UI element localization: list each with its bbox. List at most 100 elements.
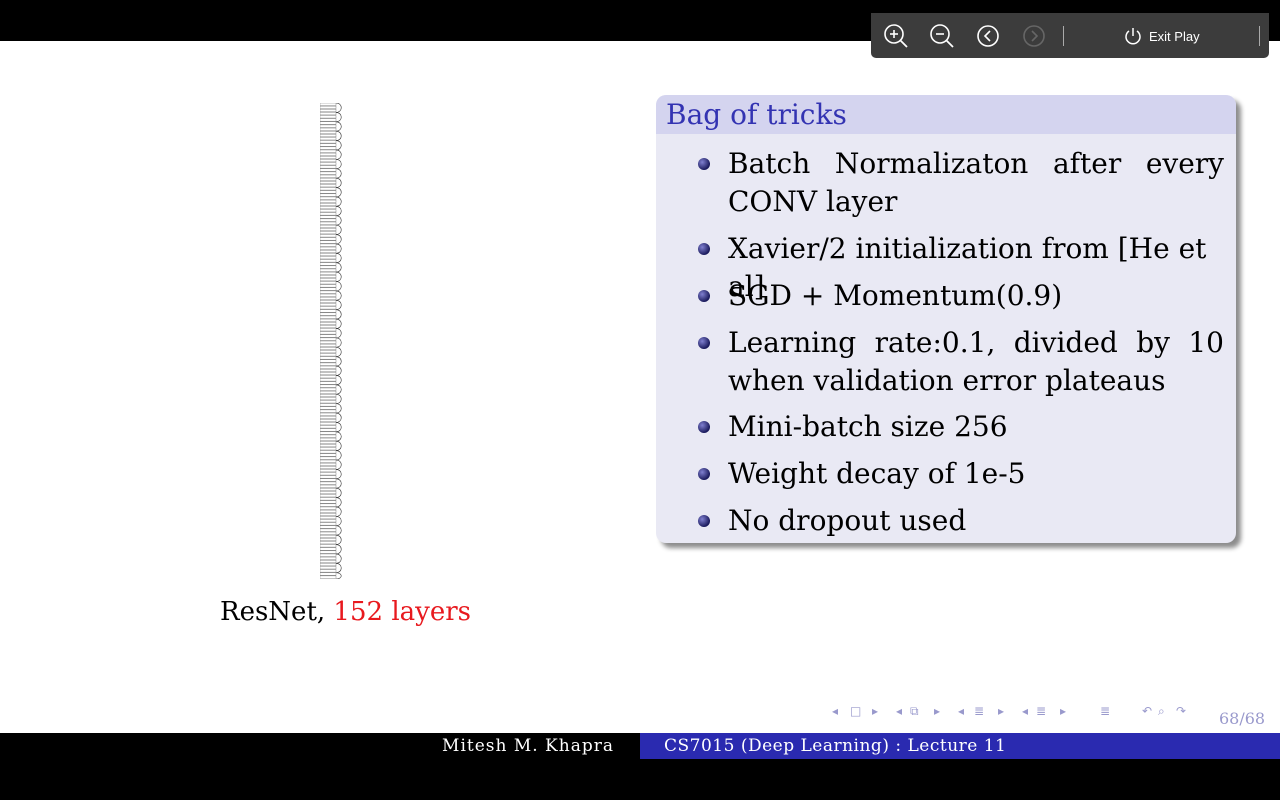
skip-connection — [335, 112, 342, 123]
layer-block — [320, 575, 337, 579]
nav-frame-icon[interactable]: □ — [850, 704, 862, 718]
layer-block — [320, 569, 337, 573]
layer-block — [320, 563, 337, 567]
layer-block — [320, 462, 337, 466]
skip-connection — [335, 356, 342, 367]
layer-block — [320, 109, 337, 112]
caption-highlight: 152 layers — [333, 597, 471, 627]
skip-connection — [335, 309, 342, 320]
skip-connection — [335, 243, 342, 254]
layer-block — [320, 487, 337, 491]
skip-connection — [335, 412, 342, 423]
skip-connection — [335, 121, 342, 132]
layer-block — [320, 459, 337, 463]
layer-block — [320, 437, 337, 441]
toolbar-divider — [1063, 26, 1064, 46]
skip-connection — [335, 103, 342, 113]
footer-author: Mitesh M. Khapra — [442, 736, 614, 756]
layer-block — [320, 206, 337, 210]
skip-connection — [335, 215, 342, 226]
nav-doc-next-icon[interactable]: ▸ — [1060, 704, 1067, 718]
layer-block — [320, 149, 337, 153]
skip-connection — [335, 431, 342, 442]
list-item-text: No dropout used — [728, 504, 967, 537]
layer-block — [320, 419, 337, 423]
word: Normalizaton — [834, 147, 1029, 180]
layer-block — [320, 572, 337, 576]
layer-block — [320, 428, 337, 432]
layer-block — [320, 118, 337, 122]
bag-of-tricks-block: Bag of tricks Batch Normalizaton after e… — [656, 95, 1236, 543]
layer-block — [320, 221, 337, 225]
list-item: SGD + Momentum(0.9) — [698, 277, 1224, 315]
nav-forward-icon[interactable]: ↷ — [1176, 704, 1187, 718]
next-icon[interactable] — [1021, 23, 1047, 49]
list-item: Mini-batch size 256 — [698, 408, 1224, 446]
layer-block — [320, 359, 337, 363]
nav-section-icon[interactable]: ≣ — [974, 704, 985, 718]
layer-block — [320, 124, 337, 128]
bullet-icon — [698, 468, 710, 480]
skip-connection — [335, 478, 342, 489]
skip-connection — [335, 384, 342, 395]
layer-block — [320, 165, 337, 169]
layer-block — [320, 453, 337, 457]
layer-block — [320, 387, 337, 391]
word: every — [1145, 147, 1224, 180]
nav-toc-icon[interactable]: ≣ — [1100, 704, 1111, 718]
layer-block — [320, 362, 337, 366]
layer-block — [320, 444, 337, 448]
footer-course-bar: CS7015 (Deep Learning) : Lecture 11 — [640, 733, 1280, 759]
beamer-navigation: ◂ □ ▸ ◂ ⧉ ▸ ◂ ≣ ▸ ◂ ≣ ▸ ≣ ↶ ⌕ ↷ — [830, 704, 1200, 724]
layer-block — [320, 212, 337, 216]
nav-back-icon[interactable]: ↶ — [1142, 704, 1153, 718]
caption-text: ResNet, — [220, 597, 334, 627]
power-icon — [1125, 28, 1141, 45]
layer-block — [320, 187, 337, 191]
layer-block — [320, 478, 337, 482]
layer-block — [320, 503, 337, 507]
skip-connection — [335, 469, 342, 480]
layer-block — [320, 177, 337, 181]
slide: ResNet, 152 layers Bag of tricks Batch N… — [0, 41, 1280, 733]
layer-block — [320, 550, 337, 554]
layer-block — [320, 328, 337, 332]
layer-block — [320, 519, 337, 523]
layer-block — [320, 181, 337, 185]
layer-block — [320, 544, 337, 548]
layer-block — [320, 400, 337, 404]
nav-frame-next-icon[interactable]: ▸ — [872, 704, 879, 718]
layer-block — [320, 469, 337, 473]
nav-section-prev-icon[interactable]: ◂ — [958, 704, 965, 718]
skip-connection — [335, 271, 342, 282]
previous-icon[interactable] — [975, 23, 1001, 49]
layer-block — [320, 103, 337, 106]
layer-block — [320, 409, 337, 413]
nav-doc-icon[interactable]: ≣ — [1036, 704, 1047, 718]
layer-block — [320, 513, 337, 516]
skip-connection — [335, 525, 342, 536]
layer-block — [320, 522, 337, 526]
layer-block — [320, 475, 337, 479]
nav-subsection-next-icon[interactable]: ▸ — [934, 704, 941, 718]
layer-block — [320, 334, 337, 338]
layer-block — [320, 159, 337, 163]
block-title: Bag of tricks — [656, 95, 1236, 134]
footer-course: CS7015 (Deep Learning) : Lecture 11 — [664, 736, 1007, 756]
nav-subsection-prev-icon[interactable]: ◂ — [896, 704, 903, 718]
layer-block — [320, 296, 337, 300]
nav-frame-prev-icon[interactable]: ◂ — [832, 704, 839, 718]
zoom-in-icon[interactable] — [883, 23, 909, 49]
exit-play-button[interactable]: Exit Play — [1123, 23, 1200, 49]
nav-section-next-icon[interactable]: ▸ — [998, 704, 1005, 718]
layer-block — [320, 171, 337, 175]
layer-block — [320, 378, 337, 382]
nav-subsection-icon[interactable]: ⧉ — [910, 704, 919, 718]
zoom-out-icon[interactable] — [929, 23, 955, 49]
list-item: Xavier/2 initialization from [He et al] — [698, 230, 1224, 306]
layer-block — [320, 343, 337, 347]
layer-block — [320, 199, 337, 203]
nav-search-icon[interactable]: ⌕ — [1158, 704, 1165, 718]
layer-block — [320, 506, 337, 510]
nav-doc-prev-icon[interactable]: ◂ — [1022, 704, 1029, 718]
